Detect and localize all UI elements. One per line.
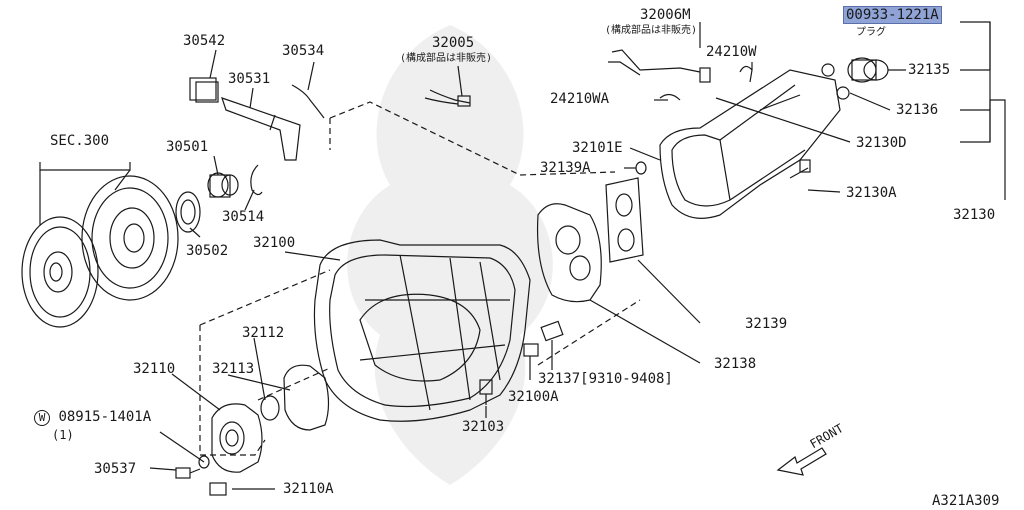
- label-32138: 32138: [714, 356, 757, 372]
- adapter-plate: [537, 203, 602, 303]
- label-30531: 30531: [228, 71, 271, 87]
- label-30537: 30537: [94, 461, 137, 477]
- bolt-32139a: [635, 161, 647, 175]
- label-30534: 30534: [282, 43, 325, 59]
- dust-boot: [189, 77, 219, 103]
- front-cover: [211, 403, 263, 473]
- highlighted-part-number[interactable]: 00933-1221A: [843, 6, 942, 24]
- retainer-clip: [250, 164, 263, 196]
- plug-ring: [821, 63, 835, 77]
- oil-seal: [260, 395, 280, 421]
- label-30514: 30514: [222, 209, 265, 225]
- label-32100a: 32100A: [508, 389, 559, 405]
- pinion-sleeve: [847, 57, 889, 83]
- bolt-32130a: [789, 159, 811, 179]
- label-32006m-note: (構成部品は非販売): [605, 25, 698, 36]
- filler-plug: [523, 343, 539, 357]
- label-30501: 30501: [166, 139, 209, 155]
- watermark-crest: [347, 25, 553, 485]
- label-32005-note: (構成部品は非販売): [400, 53, 493, 64]
- front-arrow-icon: [776, 447, 827, 476]
- label-32103: 32103: [462, 419, 505, 435]
- switch-harness: [608, 49, 711, 83]
- label-32005: 32005: [432, 35, 475, 51]
- label-08915: W 08915-1401A: [34, 410, 151, 426]
- neutral-switch: [540, 320, 564, 342]
- label-08915-qty: (1): [52, 428, 74, 442]
- label-32135: 32135: [908, 62, 951, 78]
- label-32112: 32112: [242, 325, 285, 341]
- return-spring: [291, 84, 325, 119]
- label-32110a: 32110A: [283, 481, 334, 497]
- release-bearing: [175, 191, 201, 233]
- label-32113: 32113: [212, 361, 255, 377]
- label-30542: 30542: [183, 33, 226, 49]
- label-32139: 32139: [745, 316, 788, 332]
- clutch-disc: [21, 216, 99, 328]
- label-24210wa: 24210WA: [550, 91, 610, 107]
- label-24210w: 24210W: [706, 44, 757, 60]
- label-08915-number: 08915-1401A: [58, 409, 152, 425]
- pressure-plate: [81, 175, 179, 301]
- washer-08915: [198, 455, 210, 469]
- label-00933: 00933-1221A: [843, 6, 942, 24]
- bearing-sleeve: [207, 172, 239, 198]
- diagram-reference: A321A309: [932, 493, 1000, 509]
- label-32100: 32100: [253, 235, 296, 251]
- label-32139a: 32139A: [540, 160, 591, 176]
- cover-gasket: [283, 364, 330, 431]
- w-mark-icon: W: [34, 410, 50, 426]
- bell-housing: [313, 239, 531, 422]
- bolt-32110a: [209, 482, 227, 496]
- label-30502: 30502: [186, 243, 229, 259]
- drain-plug: [479, 379, 493, 405]
- withdrawal-lever: [221, 97, 301, 161]
- label-32136: 32136: [896, 102, 939, 118]
- sensor-wire: [424, 89, 471, 107]
- seal-32136: [836, 86, 850, 100]
- label-32101e: 32101E: [572, 140, 623, 156]
- sec300-bracket: [39, 162, 131, 171]
- harness-clip-wa: [659, 93, 681, 101]
- rear-extension: [659, 69, 841, 219]
- assembly-dash-lines: [199, 325, 266, 456]
- harness-clip: [739, 65, 753, 83]
- label-00933-note: プラグ: [856, 27, 886, 38]
- label-32130: 32130: [953, 207, 996, 223]
- adapter-gasket: [605, 177, 644, 263]
- label-32006m: 32006M: [640, 7, 691, 23]
- label-32110: 32110: [133, 361, 176, 377]
- label-32130a: 32130A: [846, 185, 897, 201]
- label-32130d: 32130D: [856, 135, 907, 151]
- label-32137: 32137[9310-9408]: [538, 371, 673, 387]
- label-sec300: SEC.300: [50, 133, 110, 149]
- bolt-30537: [175, 467, 201, 479]
